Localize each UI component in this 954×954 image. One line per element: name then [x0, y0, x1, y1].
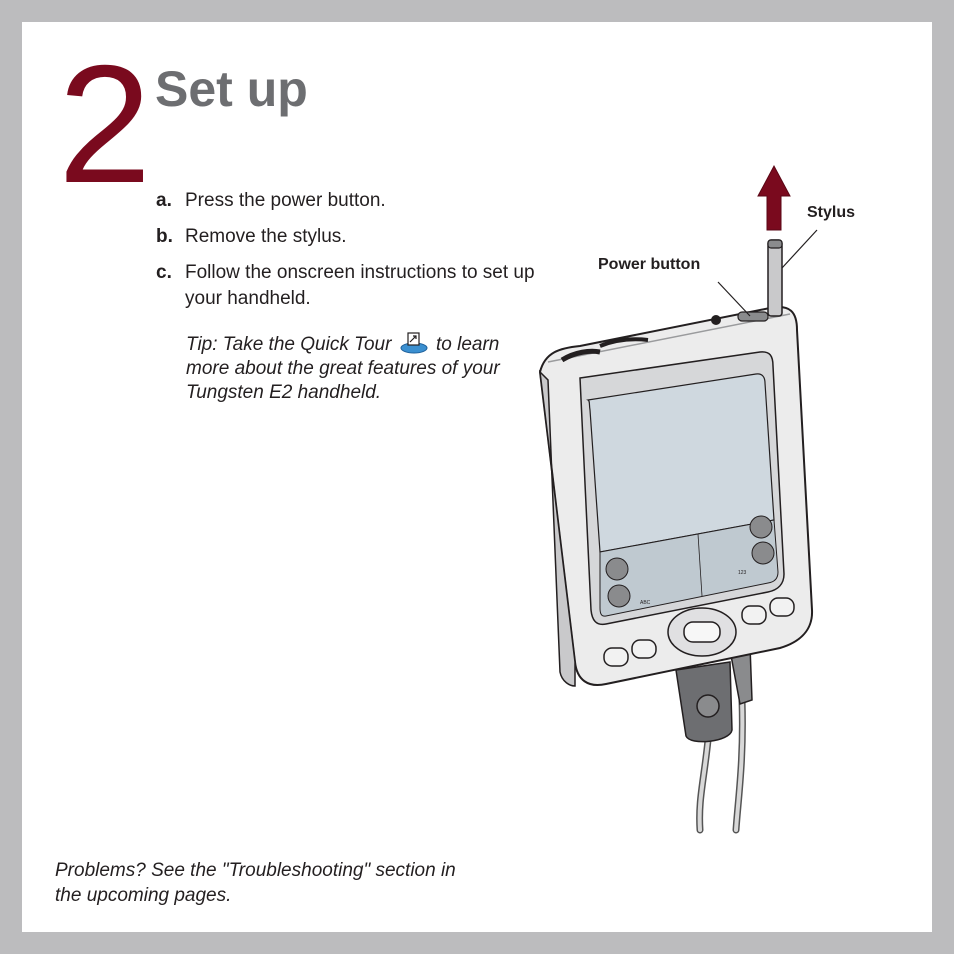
instruction-letter: c.	[156, 262, 172, 283]
home-icon	[605, 557, 629, 581]
note-pad-button-icon	[769, 597, 795, 617]
handheld-body-icon: ABC 123	[538, 306, 814, 687]
quick-tour-icon	[399, 332, 429, 354]
instruction-letter: b.	[156, 226, 173, 247]
step-number: 2	[58, 30, 152, 218]
headphone-jack-icon	[711, 315, 721, 325]
instruction-item: a. Press the power button.	[156, 188, 536, 214]
sync-connector-icon	[675, 645, 753, 743]
calendar-button-icon	[603, 647, 629, 667]
instruction-text: Follow the onscreen instructions to set …	[185, 262, 535, 309]
contacts-button-icon	[631, 639, 657, 659]
tip-after-icon: to learn more about the great features o…	[186, 334, 500, 403]
menu-icon	[607, 584, 631, 608]
power-button-callout-line	[717, 281, 751, 317]
instruction-list: a. Press the power button. b. Remove the…	[156, 188, 536, 322]
instruction-text: Remove the stylus.	[185, 226, 347, 247]
cable-icon	[696, 696, 746, 834]
tip-before-icon: Tip: Take the Quick Tour	[186, 334, 392, 355]
problems-note: Problems? See the "Troubleshooting" sect…	[55, 860, 456, 906]
find-icon	[751, 541, 775, 565]
instruction-item: b. Remove the stylus.	[156, 224, 536, 250]
instruction-item: c. Follow the onscreen instructions to s…	[156, 260, 536, 312]
favorites-icon	[749, 515, 773, 539]
stylus-icon	[767, 239, 783, 317]
power-button-icon	[737, 311, 769, 322]
stylus-callout-line	[781, 229, 818, 269]
page-title: Set up	[155, 61, 308, 117]
up-arrow-icon	[757, 164, 791, 231]
power-button-callout-label: Power button	[598, 256, 701, 273]
tasks-button-icon	[741, 605, 767, 625]
stylus-callout-label: Stylus	[807, 204, 856, 221]
num-label: 123	[738, 570, 747, 576]
instruction-text: Press the power button.	[185, 190, 386, 211]
abc-label: ABC	[640, 600, 651, 606]
tip-text: Tip: Take the Quick Tour to learn more a…	[186, 332, 516, 405]
instruction-letter: a.	[156, 190, 172, 211]
